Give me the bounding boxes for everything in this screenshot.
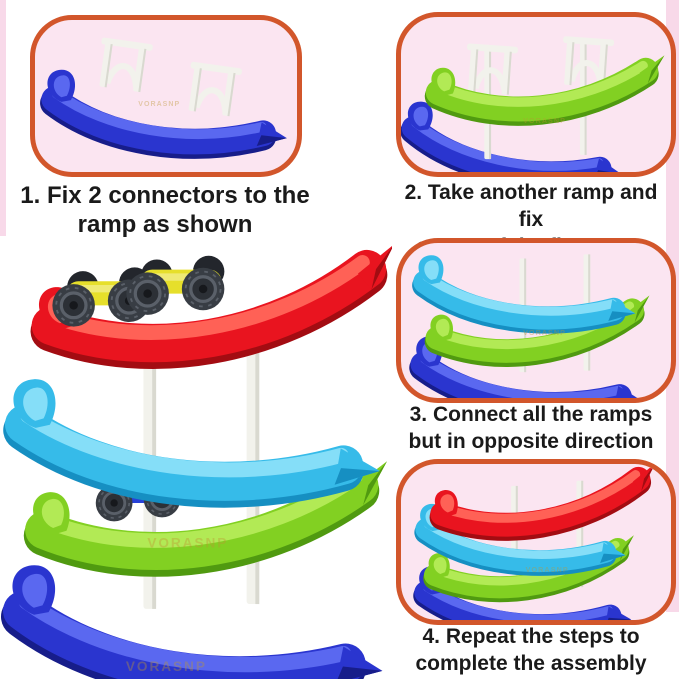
step-4-caption: 4. Repeat the steps to complete the asse… xyxy=(390,623,672,677)
step-3-caption-line-1: 3. Connect all the ramps xyxy=(409,403,653,426)
step-3-illustration: VORASNP xyxy=(409,254,650,398)
brand-watermark: VORASNP xyxy=(523,328,566,337)
blue-ramp xyxy=(0,565,383,679)
brand-watermark: VORASNP xyxy=(147,536,228,551)
white-connector xyxy=(563,36,615,88)
blue-ramp xyxy=(401,101,622,172)
step-4-caption-line-1: 4. Repeat the steps to xyxy=(422,625,640,648)
white-connector xyxy=(466,43,519,95)
step-2-photo-frame: VORASNP xyxy=(396,12,676,177)
step-1-caption: 1. Fix 2 connectors to the ramp as shown xyxy=(2,181,328,239)
green-ramp xyxy=(424,55,665,126)
white-connector xyxy=(188,61,243,117)
blue-ramp xyxy=(40,69,287,159)
green-ramp xyxy=(23,461,388,577)
assembled-toy-photo: VORASNP VORASNP xyxy=(0,241,392,679)
step-1-caption-line-1: 1. Fix 2 connectors to the xyxy=(20,182,310,209)
white-connector xyxy=(99,37,153,93)
step-1-caption-line-2: ramp as shown xyxy=(77,211,253,238)
step-4-caption-line-2: complete the assembly xyxy=(415,652,647,675)
brand-watermark: VORASNP xyxy=(138,101,180,108)
brand-watermark: VORASNP xyxy=(526,565,569,574)
cyan-ramp xyxy=(3,379,380,508)
step-1-photo-frame: VORASNP xyxy=(30,15,302,177)
toy-car xyxy=(126,255,225,315)
red-ramp xyxy=(429,464,655,541)
step-2-caption-line-1: 2. Take another ramp and fix xyxy=(404,181,658,231)
step-4-photo-frame: VORASNP xyxy=(396,459,676,625)
step-4-illustration: VORASNP xyxy=(413,464,655,620)
step-3-photo-frame: VORASNP xyxy=(396,238,676,403)
cyan-ramp xyxy=(412,255,636,334)
step-1-illustration: VORASNP xyxy=(40,37,287,159)
brand-watermark: VORASNP xyxy=(126,659,207,674)
step-3-caption-line-2: but in opposite direction xyxy=(408,430,654,453)
step-3-caption: 3. Connect all the ramps but in opposite… xyxy=(390,401,672,455)
left-edge-strip xyxy=(0,0,6,236)
step-2-illustration: VORASNP xyxy=(401,36,665,172)
brand-watermark: VORASNP xyxy=(523,116,566,125)
assembled-toy-illustration: VORASNP VORASNP xyxy=(0,245,392,679)
cyan-ramp xyxy=(414,503,626,576)
